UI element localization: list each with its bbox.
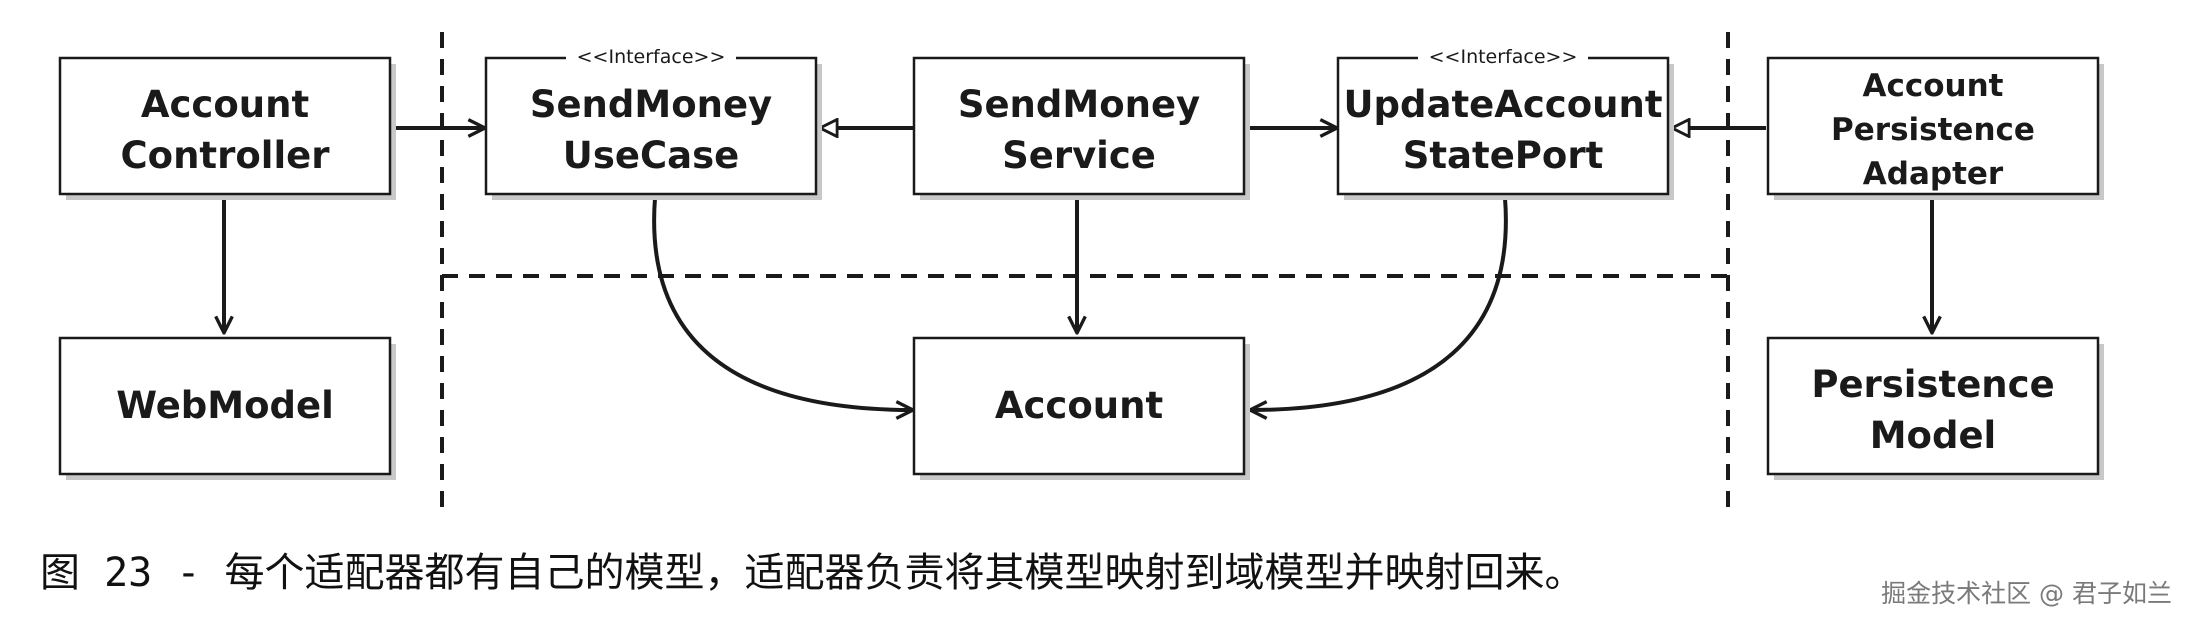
node-web-model: WebModel	[58, 336, 396, 480]
node-send-money-use-case: <<Interface>> SendMoney UseCase	[484, 45, 822, 200]
node-label-line: WebModel	[116, 384, 334, 427]
node-label-line: Persistence	[1811, 363, 2054, 406]
node-account-controller: Account Controller	[58, 56, 396, 200]
node-label-line: StatePort	[1403, 134, 1604, 177]
stereotype-label: <<Interface>>	[577, 46, 726, 68]
node-label-line: Model	[1870, 414, 1997, 457]
node-label-line: Account	[141, 83, 309, 126]
edge-usecase-to-account	[652, 197, 913, 410]
node-account: Account	[912, 336, 1250, 480]
node-label-line: UpdateAccount	[1343, 83, 1662, 126]
node-send-money-service: SendMoney Service	[912, 56, 1250, 200]
watermark: 掘金技术社区 @ 君子如兰	[1881, 579, 2172, 608]
edge-port-to-account	[1250, 197, 1508, 410]
node-label-line: Adapter	[1863, 156, 2004, 192]
node-label-line: Service	[1002, 134, 1156, 177]
node-label-line: UseCase	[563, 134, 739, 177]
figure-caption: 图 23 - 每个适配器都有自己的模型，适配器负责将其模型映射到域模型并映射回来…	[40, 550, 1585, 596]
node-label-line: Persistence	[1831, 112, 2035, 148]
node-update-account-state-port: <<Interface>> UpdateAccount StatePort	[1336, 45, 1674, 200]
edges	[224, 128, 1932, 410]
node-label-line: Controller	[121, 134, 331, 177]
stereotype-label: <<Interface>>	[1429, 46, 1578, 68]
node-label-line: SendMoney	[530, 83, 772, 126]
node-persistence-model: Persistence Model	[1766, 336, 2104, 480]
node-account-persistence-adapter: Account Persistence Adapter	[1766, 56, 2104, 200]
node-label-line: SendMoney	[958, 83, 1200, 126]
node-label-line: Account	[1863, 68, 2004, 104]
node-label-line: Account	[995, 384, 1163, 427]
